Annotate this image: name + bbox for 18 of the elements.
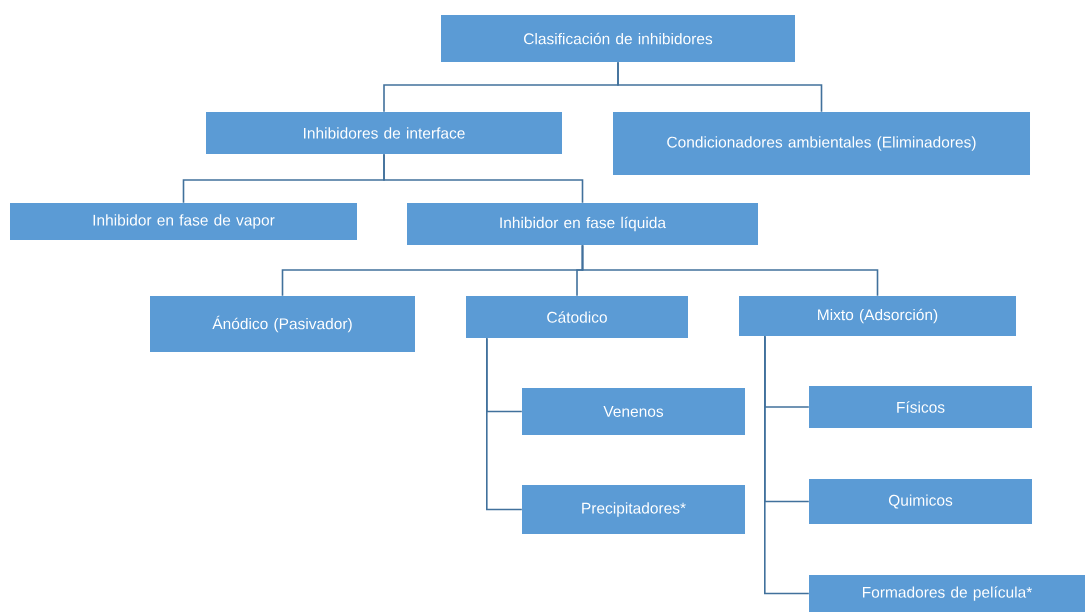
category-box: Cátodico (466, 296, 688, 338)
category-box: Formadores de película* (809, 575, 1085, 612)
category-box: Clasificación de inhibidores (441, 15, 795, 62)
category-box: Precipitadores* (522, 485, 745, 534)
connector-line (581, 244, 879, 297)
connector-line (617, 61, 823, 113)
category-box: Mixto (Adsorción) (739, 296, 1016, 336)
category-box: Venenos (522, 388, 745, 435)
category-box: Inhibidor en fase líquida (407, 203, 758, 245)
category-box: Ánódico (Pasivador) (150, 296, 415, 352)
connector-line (764, 335, 810, 595)
category-box: Inhibidores de interface (206, 112, 562, 154)
category-box: Quimicos (809, 479, 1032, 524)
category-box: Inhibidor en fase de vapor (10, 203, 357, 240)
category-box: Condicionadores ambientales (Eliminadores) (613, 112, 1030, 175)
connector-line (383, 153, 584, 204)
connector-line (486, 337, 523, 511)
category-box: Físicos (809, 386, 1032, 428)
